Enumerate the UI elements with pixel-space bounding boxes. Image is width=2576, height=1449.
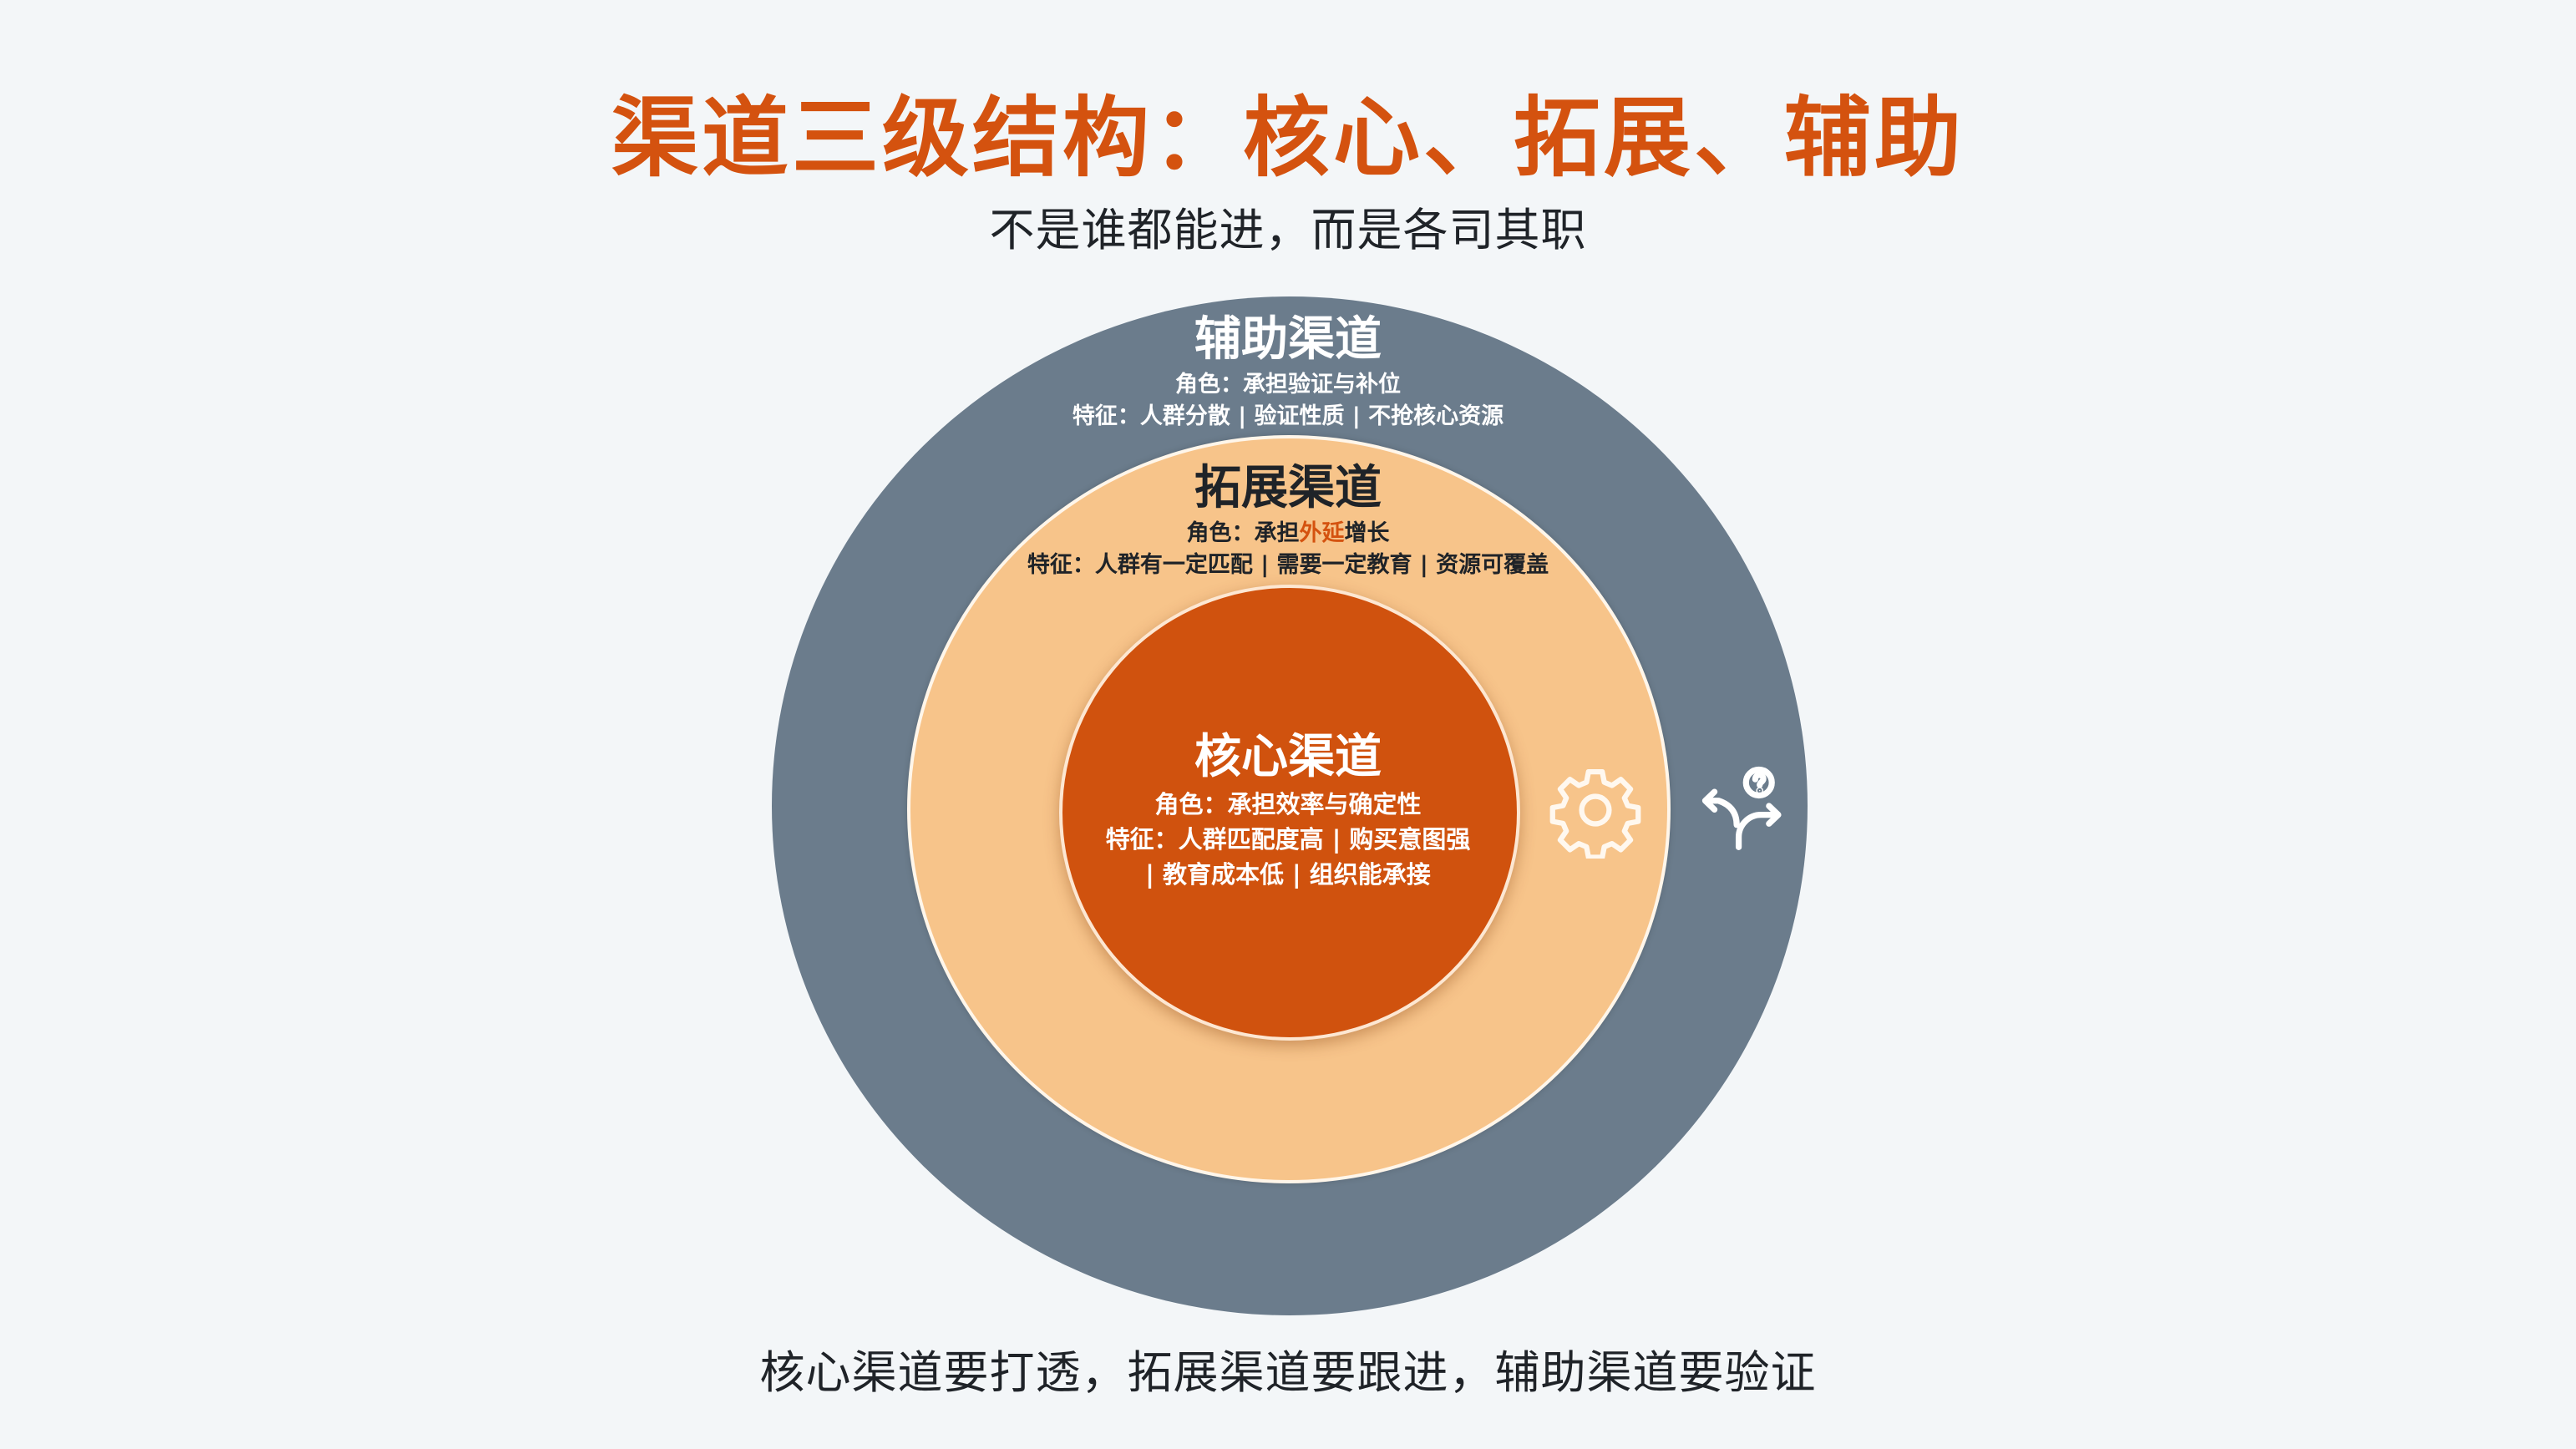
core-channel-ring [1059, 585, 1520, 1041]
expansion-channel-role: 角色：承担外延增长 [0, 518, 2576, 550]
core-channel-name: 核心渠道 [1194, 730, 1382, 784]
auxiliary-channel-name: 辅助渠道 [1194, 312, 1382, 367]
auxiliary-channel-role: 角色：承担验证与补位 [1175, 372, 1401, 398]
expansion-channel-name: 拓展渠道 [1194, 461, 1382, 515]
auxiliary-channel-label: 辅助渠道 角色：承担验证与补位 特征：人群分散 | 验证性质 | 不抢核心资源 [0, 311, 2576, 433]
expansion-channel-features: 特征：人群有一定匹配 | 需要一定教育 | 资源可覆盖 [1027, 552, 1549, 578]
core-channel-features-line2: | 教育成本低 | 组织能承接 [1145, 860, 1431, 889]
expansion-role-suffix: 增长 [1344, 520, 1390, 546]
core-channel-features-line1: 特征：人群匹配度高 | 购买意图强 [1105, 825, 1471, 854]
expansion-role-highlight: 外延 [1299, 520, 1345, 546]
summary-footer: 核心渠道要打透，拓展渠道要跟进，辅助渠道要验证 [759, 1346, 1817, 1399]
gear-icon [1549, 768, 1641, 859]
page-subtitle: 不是谁都能进，而是各司其职 [989, 204, 1587, 256]
expansion-channel-label: 拓展渠道 角色：承担外延增长 特征：人群有一定匹配 | 需要一定教育 | 资源可… [0, 459, 2576, 581]
split-path-question-icon [1701, 766, 1782, 850]
expansion-role-prefix: 角色：承担 [1186, 520, 1300, 546]
page-title: 渠道三级结构：核心、拓展、辅助 [611, 87, 1965, 189]
auxiliary-channel-features: 特征：人群分散 | 验证性质 | 不抢核心资源 [1072, 403, 1504, 429]
core-channel-role: 角色：承担效率与确定性 [1154, 790, 1422, 818]
core-channel-label: 核心渠道 角色：承担效率与确定性 特征：人群匹配度高 | 购买意图强 | 教育成… [0, 728, 2576, 892]
